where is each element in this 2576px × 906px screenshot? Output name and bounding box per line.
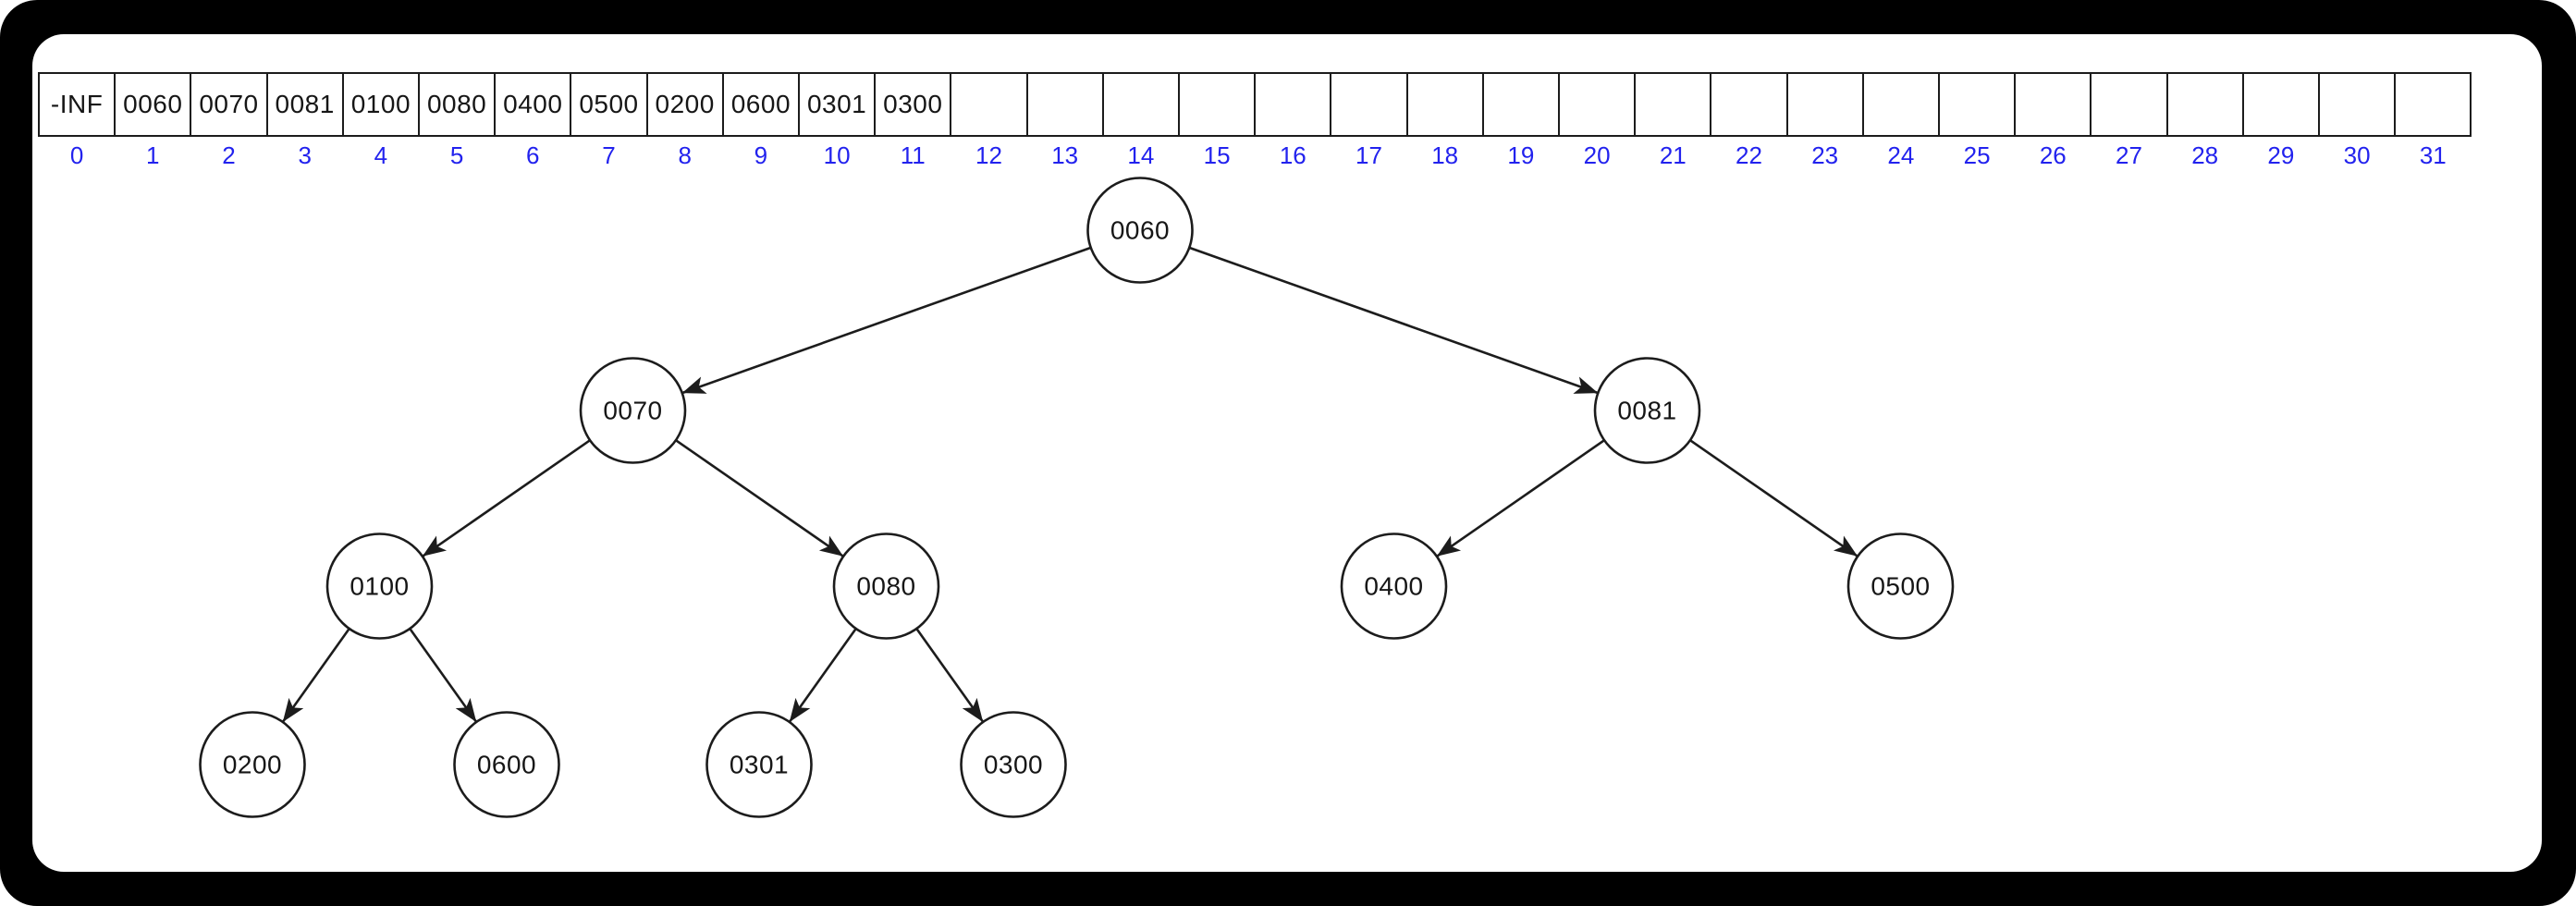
array-index-label: 24 — [1887, 141, 1915, 169]
array-index-label: 31 — [2419, 141, 2447, 169]
array-index-label: 15 — [1203, 141, 1231, 169]
array-cell: 0600 — [721, 72, 800, 137]
array-cell-value: 0300 — [883, 90, 943, 118]
array-cell: 0080 — [418, 72, 497, 137]
array-cell — [1178, 72, 1257, 137]
array-index-label: 11 — [900, 141, 926, 169]
array-cell: 0400 — [494, 72, 572, 137]
array-cell: -INF — [38, 72, 117, 137]
array-index-label: 30 — [2343, 141, 2371, 169]
array-index-label: 13 — [1051, 141, 1079, 169]
array-cell-value: 0200 — [655, 90, 715, 118]
array-index-label: 29 — [2267, 141, 2295, 169]
array-cell: 0200 — [645, 72, 724, 137]
array-cell — [2014, 72, 2092, 137]
array-cell — [1710, 72, 1788, 137]
array-index-label: 26 — [2039, 141, 2067, 169]
array-index-label: 7 — [602, 141, 616, 169]
array-cell — [1101, 72, 1180, 137]
array-index-label: 27 — [2116, 141, 2142, 169]
array-cell — [1025, 72, 1104, 137]
array-cell — [2090, 72, 2168, 137]
array-index-label: 8 — [678, 141, 692, 169]
array-cell-value: 0500 — [579, 90, 639, 118]
array-cell-value: -INF — [50, 90, 104, 118]
array-index-label: 19 — [1507, 141, 1535, 169]
array-index-label: 3 — [298, 141, 312, 169]
array-index-label: 1 — [146, 141, 160, 169]
array-index-label: 16 — [1279, 141, 1306, 169]
array-cell-value: 0081 — [275, 90, 335, 118]
array-cell — [1330, 72, 1408, 137]
array-cell — [950, 72, 1028, 137]
array-cell — [1938, 72, 2017, 137]
array-index-label: 20 — [1583, 141, 1611, 169]
array-index-label: 4 — [374, 141, 388, 169]
array-index-label: 5 — [449, 141, 464, 169]
array-cell — [2165, 72, 2244, 137]
array-cell — [2318, 72, 2397, 137]
array-index-label: 22 — [1736, 141, 1762, 169]
array-cell-value: 0100 — [350, 90, 411, 118]
array-cell-value: 0080 — [426, 90, 487, 118]
array-index-label: 23 — [1811, 141, 1839, 169]
array-index-label: 18 — [1431, 141, 1459, 169]
array-cell: 0081 — [265, 72, 344, 137]
array-cell-value: 0070 — [199, 90, 259, 118]
array-index-label: 25 — [1963, 141, 1991, 169]
array-index-label: 2 — [222, 141, 236, 169]
array-index-label: 12 — [975, 141, 1002, 169]
array-cell: 0100 — [341, 72, 420, 137]
array-cell — [1861, 72, 1940, 137]
array-cell: 0070 — [190, 72, 268, 137]
array-index-label: 17 — [1355, 141, 1382, 169]
array-cell — [2394, 72, 2472, 137]
array-cell: 0500 — [570, 72, 648, 137]
array-index-label: 9 — [754, 141, 768, 169]
array-index-label: 6 — [526, 141, 540, 169]
array-index-label: 21 — [1659, 141, 1687, 169]
array-cell — [2241, 72, 2320, 137]
array-cell — [1254, 72, 1332, 137]
array-cell — [1405, 72, 1484, 137]
array-index-label: 0 — [69, 141, 84, 169]
array-cell-value: 0400 — [503, 90, 563, 118]
array-index-label: 10 — [823, 141, 851, 169]
array-cell: 0301 — [798, 72, 877, 137]
array-cell — [1558, 72, 1637, 137]
array-cell — [1634, 72, 1712, 137]
array-index-label: 14 — [1127, 141, 1155, 169]
array-cell-value: 0600 — [730, 90, 791, 118]
array-index-label: 28 — [2191, 141, 2219, 169]
array-cell-value: 0301 — [806, 90, 867, 118]
array-cell — [1481, 72, 1560, 137]
array-cell-value: 0060 — [123, 90, 183, 118]
array-cell: 0300 — [874, 72, 952, 137]
array-cell: 0060 — [114, 72, 192, 137]
array-cell — [1785, 72, 1864, 137]
